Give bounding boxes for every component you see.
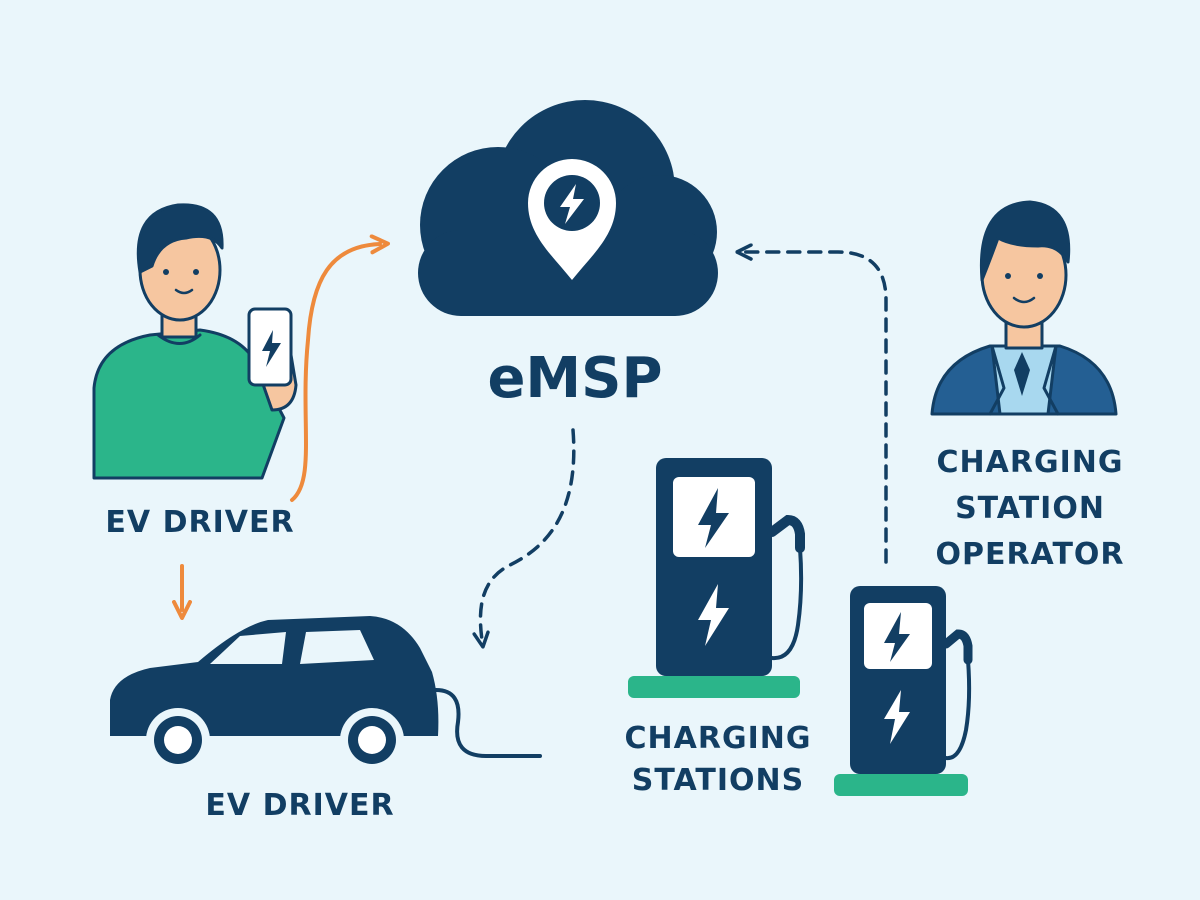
charging-station-icon <box>628 458 805 698</box>
car-icon <box>110 616 542 772</box>
ev-driver-label-bottom: EV DRIVER <box>205 788 395 823</box>
operator-label-line1: CHARGING <box>936 445 1124 480</box>
ev-driver-label-top: EV DRIVER <box>105 505 295 540</box>
lightning-bolt-icon <box>698 584 729 646</box>
lightning-bolt-icon <box>698 488 729 548</box>
emsp-title: eMSP <box>487 346 663 411</box>
lightning-bolt-icon <box>262 330 281 367</box>
smartphone-icon <box>247 307 293 387</box>
station-to-emsp-arrow <box>735 243 888 564</box>
lightning-bolt-icon <box>884 612 910 662</box>
charging-station-icon <box>834 586 973 796</box>
charging-cable <box>434 688 542 758</box>
operator-label: CHARGING STATION OPERATOR <box>920 440 1140 578</box>
location-pin-icon <box>528 159 616 280</box>
driver-to-emsp-arrow <box>290 234 390 502</box>
lightning-bolt-icon <box>560 184 584 224</box>
charging-stations-label-line2: STATIONS <box>631 763 805 798</box>
charging-stations-label-line1: CHARGING <box>624 721 812 756</box>
lightning-bolt-icon <box>884 690 910 744</box>
ev-driver-person <box>92 203 298 480</box>
charging-stations-label: CHARGING STATIONS <box>608 718 828 802</box>
charging-station-operator-person <box>930 200 1118 416</box>
operator-label-line2: STATION <box>955 491 1105 526</box>
operator-label-line3: OPERATOR <box>935 537 1125 572</box>
emsp-to-car-arrow <box>472 428 576 649</box>
